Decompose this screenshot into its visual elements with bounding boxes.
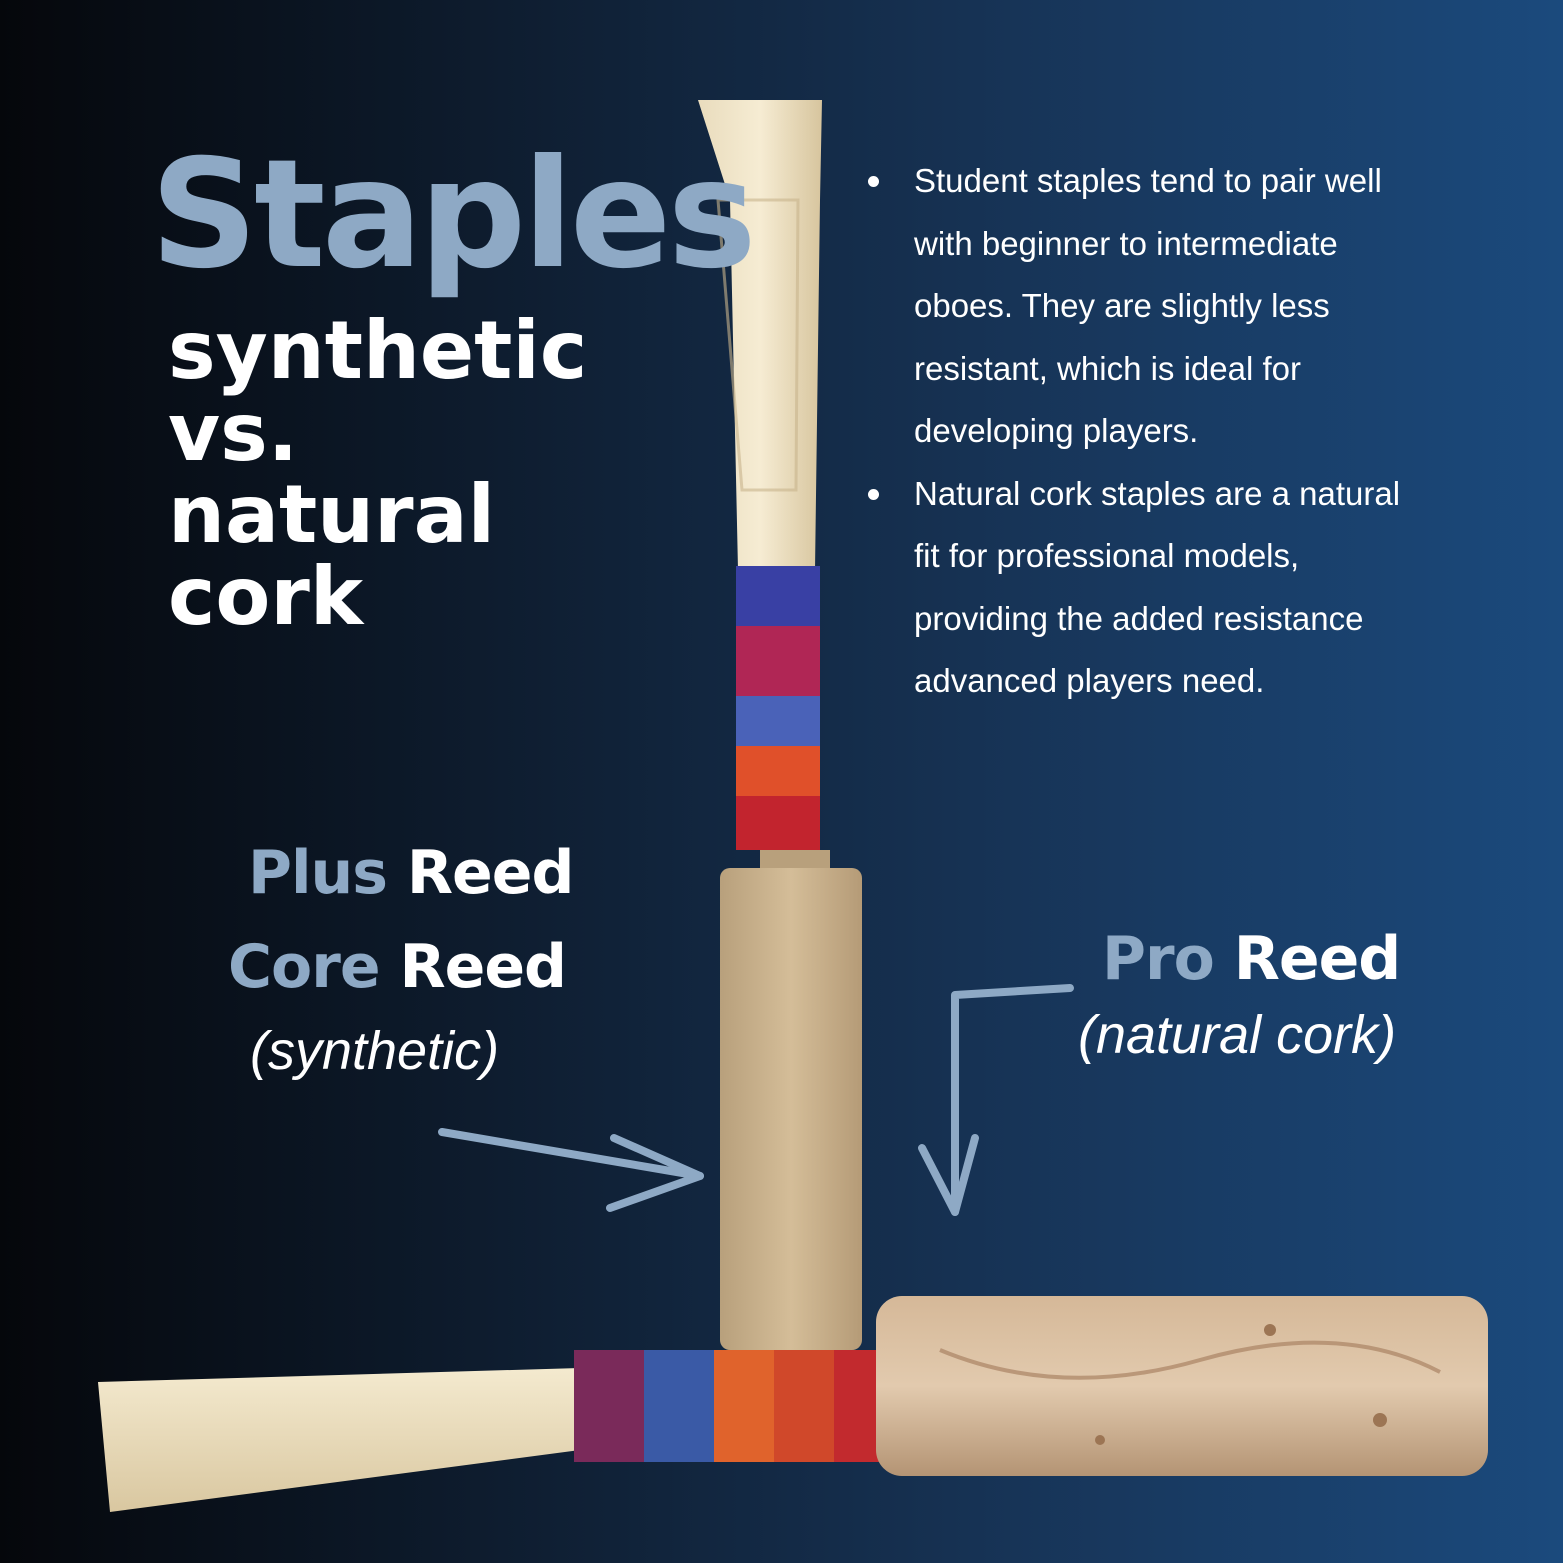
plus-reed-prefix: Plus — [248, 838, 388, 908]
synthetic-note: (synthetic) — [250, 1021, 500, 1081]
plus-reed-label: Plus Reed — [248, 838, 575, 908]
subtitle-line: synthetic — [168, 304, 588, 397]
bullet-list: Student staples tend to pair well with b… — [868, 150, 1428, 713]
horizontal-reed-cane — [98, 1368, 580, 1512]
bullet-dot-icon — [868, 488, 879, 500]
pro-reed-label: Pro Reed — [1102, 924, 1402, 994]
core-reed-suffix: Reed — [399, 932, 567, 1002]
bullet-dot-icon — [868, 176, 879, 187]
bullet-item: Natural cork staples are a natural fit f… — [868, 463, 1428, 713]
natural-cork-arrow — [918, 984, 1074, 1216]
subtitle-line: cork — [168, 550, 364, 643]
vertical-reed-cane — [698, 100, 822, 570]
vertical-reed-synthetic-cork — [720, 868, 862, 1350]
bullet-text: Student staples tend to pair well with b… — [914, 162, 1382, 449]
plus-reed-suffix: Reed — [406, 838, 575, 908]
horizontal-reed — [98, 1296, 1488, 1512]
core-reed-label: Core Reed — [228, 932, 567, 1002]
synthetic-arrow — [438, 1128, 704, 1212]
subtitle-line: vs. — [168, 386, 299, 479]
natural-cork-note: (natural cork) — [1078, 1005, 1397, 1065]
horizontal-reed-natural-cork — [876, 1296, 1488, 1476]
pro-reed-prefix: Pro — [1102, 924, 1215, 994]
core-reed-prefix: Core — [228, 932, 381, 1002]
pro-reed-suffix: Reed — [1233, 924, 1402, 994]
subtitle-line: natural — [168, 468, 495, 561]
vertical-reed — [698, 100, 862, 1350]
headline-subtitle: synthetic vs. natural cork — [168, 310, 587, 638]
bullet-item: Student staples tend to pair well with b… — [868, 150, 1428, 463]
bullet-text: Natural cork staples are a natural fit f… — [914, 474, 1401, 700]
headline-title: Staples — [150, 128, 757, 302]
